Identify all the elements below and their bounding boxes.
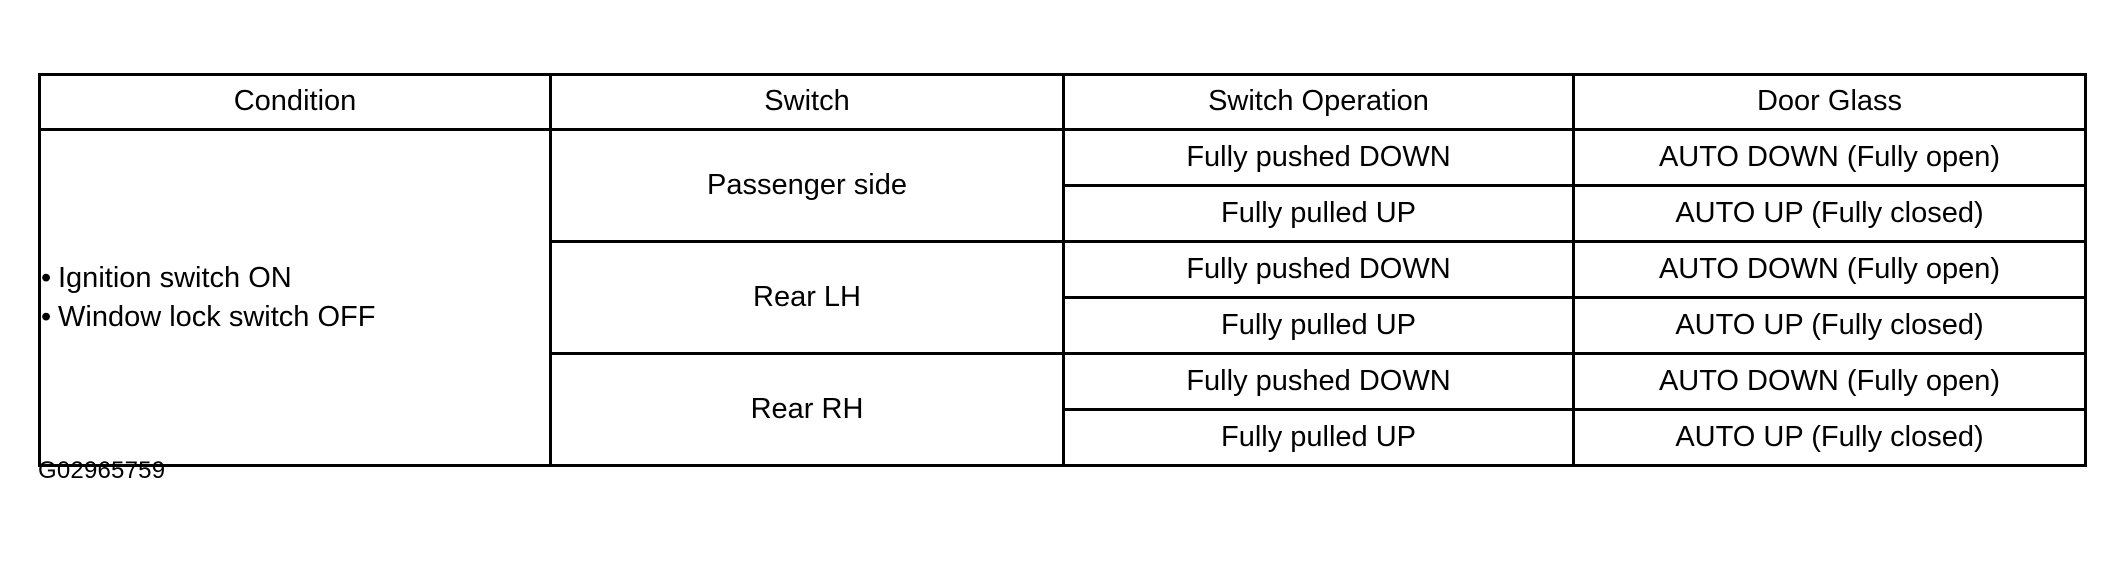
list-item: •Window lock switch OFF [41, 298, 549, 336]
door-glass-cell: AUTO UP (Fully closed) [1572, 296, 2087, 355]
column-header-condition: Condition [38, 73, 552, 131]
switch-cell-passenger-side: Passenger side [549, 128, 1065, 243]
list-item: •Ignition switch ON [41, 259, 549, 297]
switch-operation-cell: Fully pulled UP [1062, 296, 1575, 355]
switch-operation-cell: Fully pushed DOWN [1062, 128, 1575, 187]
switch-cell-rear-lh: Rear LH [549, 240, 1065, 355]
switch-operation-cell: Fully pulled UP [1062, 408, 1575, 467]
table-row: Fully pulled UP AUTO UP (Fully closed) [40, 184, 2087, 243]
bullet-icon: • [41, 262, 52, 295]
column-header-door-glass: Door Glass [1572, 73, 2087, 131]
table-row: •Ignition switch ON •Window lock switch … [38, 128, 2087, 467]
column-header-switch-operation: Switch Operation [1062, 73, 1575, 131]
switch-cell-rear-rh: Rear RH [549, 352, 1065, 467]
bullet-icon: • [41, 300, 52, 333]
table-header: Condition Switch Switch Operation Door G… [38, 73, 2087, 131]
table-body: •Ignition switch ON •Window lock switch … [38, 128, 2087, 467]
table-row: Rear LH Fully pushed DOWN AUTO DOWN (Ful… [40, 240, 2087, 355]
door-glass-cell: AUTO DOWN (Fully open) [1572, 240, 2087, 299]
door-glass-cell: AUTO DOWN (Fully open) [1572, 352, 2087, 411]
condition-bullet-list: •Ignition switch ON •Window lock switch … [41, 259, 549, 336]
power-window-auto-operation-table: Condition Switch Switch Operation Door G… [38, 73, 2087, 467]
table-row: Rear RH Fully pushed DOWN AUTO DOWN (Ful… [40, 352, 2087, 467]
table-header-row: Condition Switch Switch Operation Door G… [38, 73, 2087, 131]
door-glass-cell: AUTO UP (Fully closed) [1572, 408, 2087, 467]
switch-operation-cell: Fully pulled UP [1062, 184, 1575, 243]
door-glass-cell: AUTO UP (Fully closed) [1572, 184, 2087, 243]
switch-operation-cell: Fully pushed DOWN [1062, 240, 1575, 299]
condition-item-label: Window lock switch OFF [58, 300, 376, 333]
figure-caption: G02965759 [38, 457, 166, 484]
condition-cell: •Ignition switch ON •Window lock switch … [38, 128, 552, 467]
switch-operation-cell: Fully pushed DOWN [1062, 352, 1575, 411]
table-row: Fully pulled UP AUTO UP (Fully closed) [40, 296, 2087, 355]
condition-item-label: Ignition switch ON [58, 262, 292, 295]
table-row: Fully pulled UP AUTO UP (Fully closed) [40, 408, 2087, 467]
column-header-switch: Switch [549, 73, 1065, 131]
door-glass-cell: AUTO DOWN (Fully open) [1572, 128, 2087, 187]
